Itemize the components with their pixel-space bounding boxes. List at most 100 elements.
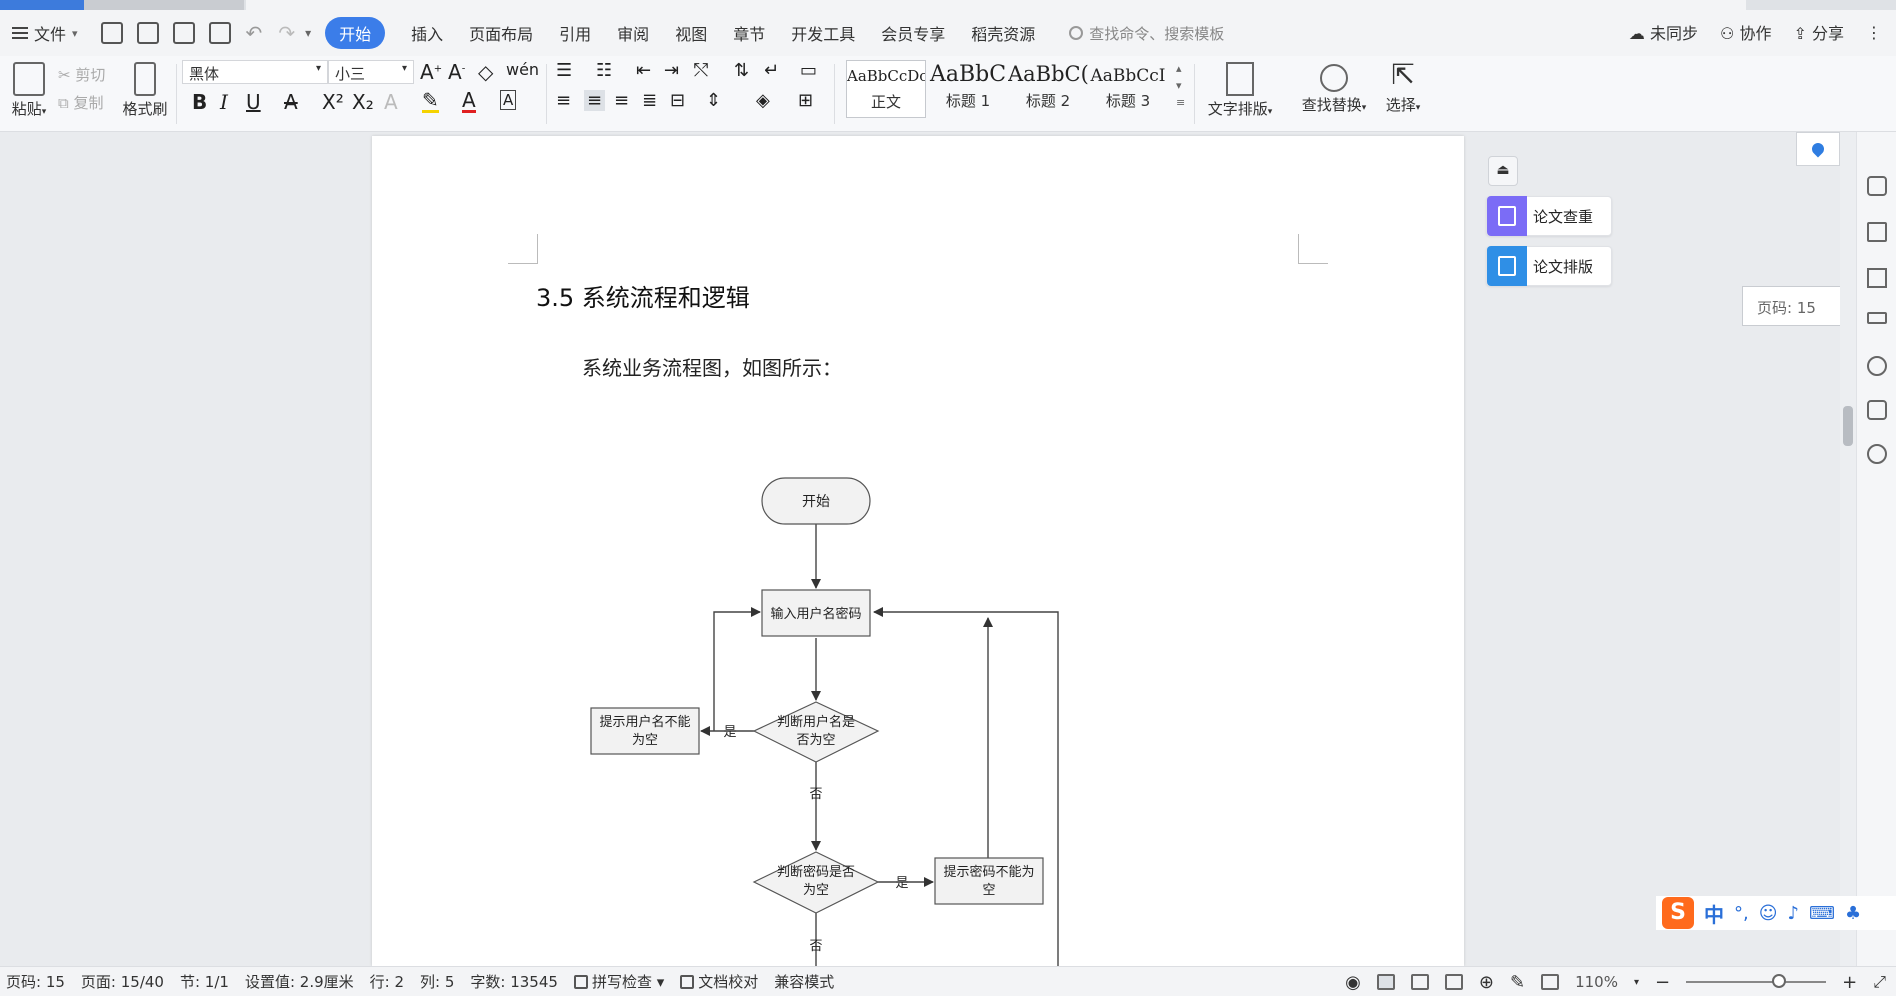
style-normal[interactable]: AaBbCcDc 正文	[846, 60, 926, 118]
eye-protection-icon[interactable]: ◉	[1345, 971, 1361, 993]
select-button[interactable]: ⇱ 选择▾	[1380, 58, 1426, 115]
lightning-icon[interactable]	[1867, 444, 1887, 464]
fullscreen-icon[interactable]: ⤢	[1873, 972, 1886, 991]
ime-keyboard-icon[interactable]: ⌨	[1809, 902, 1835, 924]
cursor-icon[interactable]	[1867, 268, 1887, 288]
bold-icon[interactable]: B	[192, 90, 208, 114]
collaborate-button[interactable]: ⚇ 协作	[1720, 24, 1772, 43]
status-word-count[interactable]: 字数: 13545	[470, 973, 558, 991]
page-view-icon[interactable]	[1376, 974, 1395, 990]
font-color-icon[interactable]: A	[462, 88, 476, 113]
read-view-icon[interactable]	[1444, 974, 1463, 990]
location-pin-button[interactable]	[1796, 132, 1840, 166]
sort-icon[interactable]: ⇅	[734, 60, 750, 81]
file-menu-button[interactable]: 文件 ▾	[12, 21, 78, 45]
align-center-icon[interactable]: ≡	[584, 90, 606, 111]
underline-icon[interactable]: U	[246, 90, 261, 114]
ime-chinese-mode-icon[interactable]: 中	[1704, 902, 1724, 927]
style-heading-2[interactable]: AaBbC( 标题 2	[1008, 60, 1088, 118]
align-left-icon[interactable]: ≡	[556, 90, 572, 111]
style-heading-1[interactable]: AaBbC 标题 1	[928, 60, 1008, 118]
ime-punctuation-icon[interactable]: °,	[1734, 902, 1749, 924]
fit-page-icon[interactable]	[1541, 974, 1560, 990]
tab-member[interactable]: 会员专享	[881, 25, 946, 44]
outline-view-icon[interactable]	[1410, 974, 1429, 990]
borders-icon[interactable]: ⊞	[798, 90, 814, 111]
format-painter-button[interactable]: 格式刷	[120, 58, 170, 119]
paper-format-button[interactable]: 论文排版	[1486, 246, 1612, 286]
grow-font-icon[interactable]: A+	[420, 60, 443, 84]
decrease-indent-icon[interactable]: ⇤	[636, 60, 652, 81]
tab-view[interactable]: 视图	[675, 25, 708, 44]
image-tool-icon[interactable]	[1867, 400, 1887, 420]
shrink-font-icon[interactable]: A-	[448, 60, 466, 84]
line-break-icon[interactable]: ↵	[764, 60, 780, 81]
ime-voice-icon[interactable]: ♪	[1787, 902, 1800, 924]
zoom-slider[interactable]	[1686, 974, 1827, 988]
style-heading-3[interactable]: AaBbCcI 标题 3	[1088, 60, 1168, 118]
tab-home[interactable]: 开始	[325, 17, 386, 49]
export-pdf-icon[interactable]	[136, 22, 159, 44]
shading-icon[interactable]: ◈	[756, 90, 770, 111]
font-size-select[interactable]: 小三▾	[328, 60, 414, 84]
status-page-code[interactable]: 页码: 15	[6, 973, 65, 991]
body-paragraph[interactable]: 系统业务流程图，如图所示：	[582, 356, 842, 380]
cut-button[interactable]: ✂ 剪切	[58, 66, 106, 84]
zoom-level[interactable]: 110%	[1575, 973, 1618, 991]
text-layout-button[interactable]: 文字排版▾	[1204, 58, 1276, 119]
text-direction-icon[interactable]: ⤲	[694, 60, 709, 81]
undo-icon[interactable]: ↶	[245, 21, 263, 45]
styles-scroll-icon[interactable]: ▴▾≡	[1176, 62, 1186, 109]
sync-status-button[interactable]: ☁ 未同步	[1628, 24, 1699, 43]
help-icon[interactable]	[1867, 356, 1887, 376]
zoom-slider-knob[interactable]	[1772, 974, 1787, 988]
web-view-icon[interactable]: ⊕	[1478, 971, 1494, 993]
pen-mode-icon[interactable]: ✎	[1509, 971, 1526, 993]
redo-icon[interactable]: ↷	[278, 21, 296, 45]
print-icon[interactable]	[172, 22, 195, 44]
paste-button[interactable]: 粘贴▾	[6, 58, 52, 119]
tab-references[interactable]: 引用	[559, 25, 592, 44]
tab-insert[interactable]: 插入	[411, 25, 444, 44]
status-setting[interactable]: 设置值: 2.9厘米	[244, 973, 354, 991]
ruler-icon[interactable]: ▭	[800, 60, 818, 81]
numbered-list-icon[interactable]: ☷	[596, 60, 613, 81]
ime-toolbar[interactable]: S 中 °, ☺ ♪ ⌨ ♣	[1656, 896, 1896, 930]
flowchart[interactable]: 开始 输入用户名密码 判断用户名是 否为空 提示用户名不能 为空 是 否 判断密…	[572, 406, 1072, 966]
status-section[interactable]: 节: 1/1	[179, 973, 229, 991]
save-icon[interactable]	[100, 22, 123, 44]
panel-collapse-button[interactable]: ⏏	[1488, 156, 1518, 186]
highlight-icon[interactable]: ✎	[422, 88, 439, 113]
command-search[interactable]: 查找命令、搜索模板	[1069, 23, 1224, 44]
ime-emoji-icon[interactable]: ☺	[1758, 902, 1778, 924]
window-tab[interactable]	[84, 0, 244, 10]
rocket-icon[interactable]	[1867, 176, 1887, 196]
clear-format-icon[interactable]: ◇	[478, 60, 494, 84]
italic-icon[interactable]: I	[220, 90, 228, 114]
find-replace-button[interactable]: 查找替换▾	[1296, 58, 1372, 115]
font-family-select[interactable]: 黑体▾	[182, 60, 328, 84]
ime-skin-icon[interactable]: ♣	[1844, 902, 1862, 924]
char-border-icon[interactable]: A	[500, 90, 517, 110]
tab-page-layout[interactable]: 页面布局	[469, 25, 534, 44]
increase-indent-icon[interactable]: ⇥	[664, 60, 680, 81]
distribute-icon[interactable]: ⊟	[670, 90, 686, 111]
zoom-out-icon[interactable]: −	[1655, 971, 1671, 993]
tab-chapter[interactable]: 章节	[733, 25, 766, 44]
status-page[interactable]: 页面: 15/40	[80, 973, 164, 991]
copy-button[interactable]: ⧉ 复制	[58, 94, 104, 112]
scrollbar-thumb[interactable]	[1843, 406, 1853, 446]
bullet-list-icon[interactable]: ☰	[556, 60, 573, 81]
window-tab-active[interactable]	[246, 0, 1746, 10]
justify-icon[interactable]: ≣	[642, 90, 658, 111]
text-effect-icon[interactable]: A	[384, 90, 398, 114]
zoom-in-icon[interactable]: +	[1842, 971, 1858, 993]
align-right-icon[interactable]: ≡	[614, 90, 630, 111]
tab-developer[interactable]: 开发工具	[791, 25, 856, 44]
strikethrough-icon[interactable]: A	[284, 90, 298, 114]
document-canvas[interactable]: 3.5 系统流程和逻辑 系统业务流程图，如图所示：	[0, 132, 1855, 966]
doc-check-button[interactable]: 文档校对	[680, 971, 758, 992]
phonetic-icon[interactable]: wén	[506, 60, 540, 79]
sliders-icon[interactable]	[1867, 312, 1887, 324]
print-preview-icon[interactable]	[208, 22, 231, 44]
